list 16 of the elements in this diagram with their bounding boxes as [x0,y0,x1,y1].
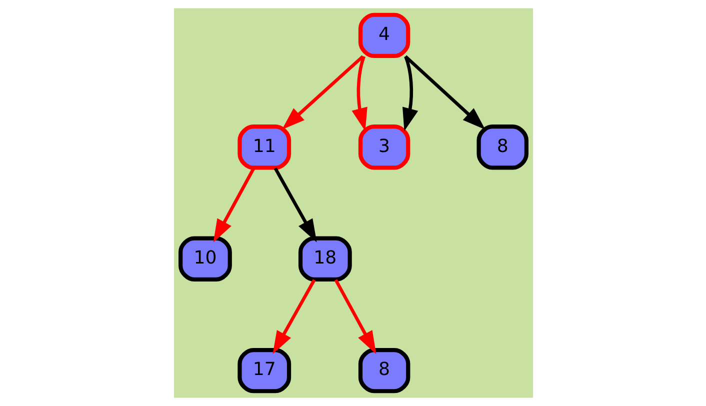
node-box: 11 [237,124,291,170]
arrow [351,56,367,132]
node-box: 10 [178,236,232,282]
arrow [281,55,364,130]
node-box: 8 [358,348,410,394]
node-box: 17 [237,348,291,394]
node-box: 3 [358,124,410,170]
arrow [273,167,316,242]
node-box: 4 [358,12,410,58]
arrow [212,167,255,242]
arrow [404,55,485,130]
arrow [272,279,316,354]
arrow [334,279,376,354]
node-box: 8 [476,124,528,170]
arrow [402,56,418,132]
node-box: 18 [298,236,352,282]
